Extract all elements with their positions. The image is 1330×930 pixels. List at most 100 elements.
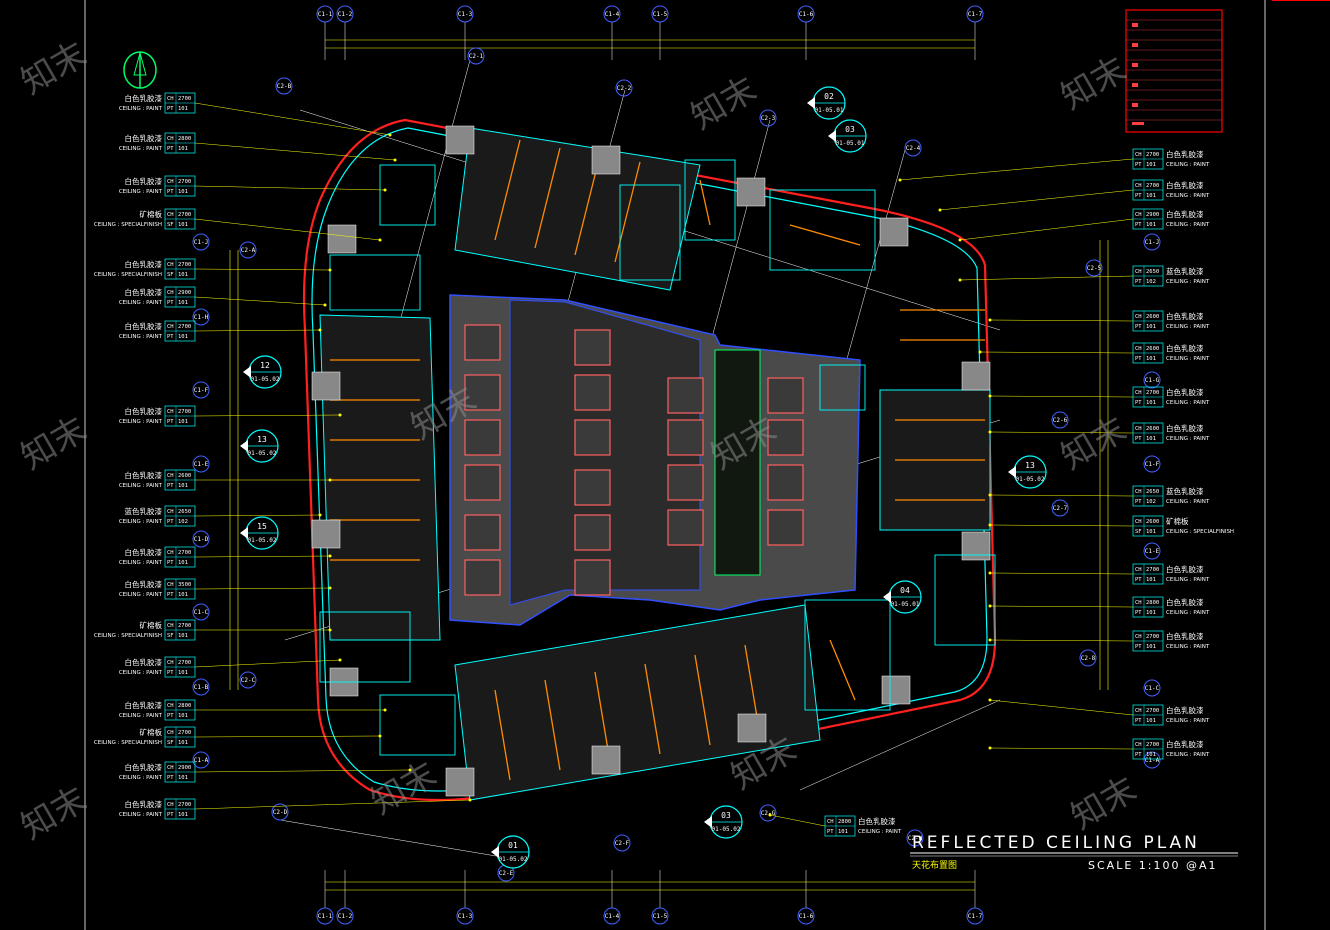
tag-material-number: 101 — [1146, 718, 1156, 724]
grid-label: C1-3 — [458, 11, 473, 18]
tag-ch-key: CH — [1135, 489, 1142, 495]
leader-dot — [988, 318, 992, 322]
grid-label: C2-H — [908, 835, 923, 842]
tag-ceiling-height: 2700 — [1146, 390, 1159, 396]
tag-ceiling-height: 2700 — [1146, 708, 1159, 714]
tag-finish-code: PT — [1135, 752, 1142, 758]
tag-material-label: 白色乳胶漆 — [125, 287, 163, 297]
drawing-title-chinese: 天花布置图 — [912, 859, 957, 871]
tag-ch-key: CH — [167, 703, 174, 709]
tag-finish-code: PT — [1135, 436, 1142, 442]
leader-line — [194, 514, 321, 517]
drawing-title: REFLECTED CEILING PLAN — [912, 833, 1200, 853]
tag-ch-key: CH — [167, 582, 174, 588]
tag-finish-code: PT — [1135, 193, 1142, 199]
leader-line — [979, 351, 1134, 354]
tag-finish-code: PT — [167, 519, 174, 525]
grid-label: C1-1 — [318, 913, 333, 920]
tag-ceiling-height: 2700 — [1146, 152, 1159, 158]
grid-label: C1-C — [1145, 685, 1160, 692]
leader-line — [989, 639, 1134, 642]
tag-material-number: 102 — [1146, 279, 1156, 285]
tag-material-number: 101 — [178, 713, 188, 719]
tag-material-number: 101 — [1146, 193, 1156, 199]
tag-ceiling-height: 2650 — [1146, 269, 1159, 275]
leader-line — [194, 587, 331, 590]
leader-line — [989, 747, 1134, 750]
grid-label: C2-C — [241, 677, 256, 684]
grid-bubble: C2-D — [271, 803, 289, 821]
tag-category: CEILING : SPECIALFINISH — [94, 272, 162, 278]
grid-label: C1-6 — [799, 11, 814, 18]
section-number: 12 — [260, 361, 270, 370]
tag-ceiling-height: 2650 — [178, 509, 191, 515]
section-sheet-ref: 01-05.02 — [499, 856, 528, 863]
tag-material-label: 白色乳胶漆 — [1166, 631, 1204, 641]
leader-dot — [388, 133, 392, 137]
grid-label: C1-A — [194, 757, 209, 764]
grid-bubble: C1-H — [192, 308, 210, 326]
tag-ch-key: CH — [1135, 314, 1142, 320]
tag-material-label: 白色乳胶漆 — [125, 176, 163, 186]
grid-bubble: C1-A — [192, 751, 210, 769]
tag-category: CEILING : PAINT — [119, 560, 163, 566]
north-arrow — [123, 51, 157, 89]
leader-dot — [383, 708, 387, 712]
leader-dot — [408, 768, 412, 772]
tag-material-label: 白色乳胶漆 — [125, 93, 163, 103]
grid-label: C1-B — [194, 684, 209, 691]
tag-ch-key: CH — [1135, 390, 1142, 396]
grid-label: C1-A — [1145, 757, 1160, 764]
tag-category: CEILING : PAINT — [119, 670, 163, 676]
leader-dot — [338, 413, 342, 417]
leader-dot — [383, 188, 387, 192]
tag-finish-code: PT — [1135, 324, 1142, 330]
tag-ch-key: CH — [167, 409, 174, 415]
tag-material-number: 101 — [1146, 577, 1156, 583]
tag-ceiling-height: 2700 — [178, 409, 191, 415]
tag-material-label: 蓝色乳胶漆 — [1166, 486, 1204, 496]
tag-ch-key: CH — [167, 96, 174, 102]
grid-label: C2-B — [277, 83, 292, 90]
tag-ceiling-height: 2700 — [178, 96, 191, 102]
building-envelope — [302, 118, 997, 802]
tag-ch-key: CH — [167, 324, 174, 330]
tag-material-number: 102 — [178, 519, 188, 525]
tag-ceiling-height: 2700 — [1146, 567, 1159, 573]
grid-bubble: C2-B — [275, 77, 293, 95]
grid-bubble: C1-2 — [336, 5, 354, 23]
grid-bubble: C2-C — [239, 671, 257, 689]
grid-bubble: C1-7 — [966, 907, 984, 925]
tag-ceiling-height: 2700 — [178, 550, 191, 556]
leader-line — [194, 329, 321, 332]
elevator-shafts — [464, 324, 804, 596]
tag-material-label: 白色乳胶漆 — [1166, 149, 1204, 159]
tag-material-number: 101 — [178, 592, 188, 598]
leader-line — [989, 605, 1134, 608]
grid-bubble: C1-4 — [603, 907, 621, 925]
grid-bubble: C1-J — [192, 233, 210, 251]
tag-material-number: 101 — [1146, 356, 1156, 362]
grid-label: C2-G — [761, 810, 776, 817]
tag-material-number: 101 — [1146, 324, 1156, 330]
grid-label: C2-1 — [469, 53, 484, 60]
leader-line — [769, 814, 826, 827]
grid-label: C1-2 — [338, 913, 353, 920]
leader-line — [194, 769, 411, 773]
leader-dot — [318, 328, 322, 332]
tag-category: CEILING : PAINT — [1166, 162, 1210, 168]
